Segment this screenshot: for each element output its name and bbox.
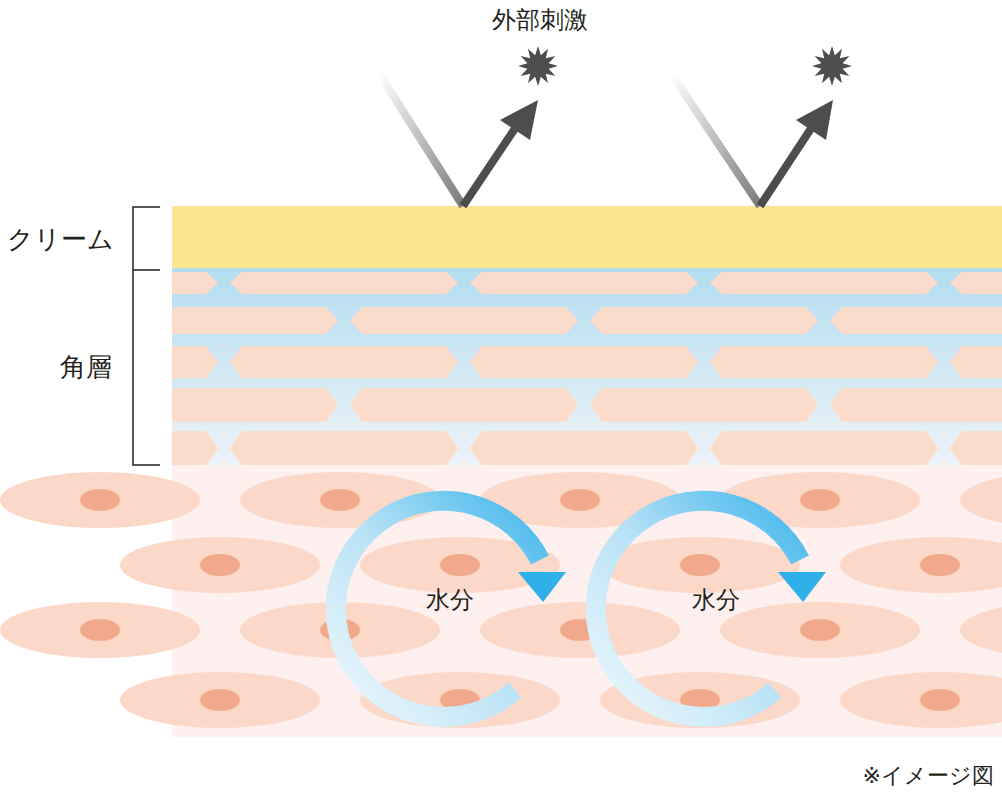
corneocyte — [950, 272, 1002, 294]
water-circulation — [336, 501, 800, 717]
cell-body — [720, 602, 920, 658]
cell-nucleus — [920, 554, 960, 576]
cell-body — [120, 672, 320, 728]
corneocyte — [350, 388, 578, 422]
corneocyte — [172, 431, 218, 465]
burst-symbol — [518, 46, 558, 86]
cell-body — [840, 672, 1002, 728]
corneocyte — [470, 346, 698, 378]
layer-label: 角層 — [60, 352, 112, 383]
cell-nucleus — [560, 489, 600, 511]
corneocyte — [710, 431, 938, 465]
corneocyte — [350, 307, 578, 334]
cell-nucleus — [680, 554, 720, 576]
corneocyte — [470, 272, 698, 294]
cell-nucleus — [200, 689, 240, 711]
cell-body — [0, 602, 200, 658]
corneocyte — [230, 346, 458, 378]
cell-body — [480, 602, 680, 658]
cell-nucleus — [440, 554, 480, 576]
corneocyte — [172, 388, 338, 422]
corneum-ground — [172, 268, 1002, 465]
cell-body — [600, 537, 800, 593]
burst-symbol — [812, 46, 852, 86]
corneocyte — [470, 431, 698, 465]
cell-body — [120, 537, 320, 593]
cell-body — [960, 602, 1002, 658]
water-arrowhead — [518, 572, 826, 602]
epidermal-cells — [0, 472, 1002, 728]
corneocyte — [830, 388, 1002, 422]
corneocyte — [172, 307, 338, 334]
corneocyte — [710, 346, 938, 378]
corneocyte — [590, 388, 818, 422]
corneocyte — [230, 272, 458, 294]
cell-nucleus — [920, 689, 960, 711]
corneocyte — [950, 346, 1002, 378]
layer-label: クリーム — [7, 224, 114, 255]
corneocyte — [590, 307, 818, 334]
layer-bracket — [133, 207, 160, 465]
cell-body — [960, 472, 1002, 528]
cell-nucleus — [320, 489, 360, 511]
cell-nucleus — [200, 554, 240, 576]
corneocyte — [172, 346, 218, 378]
corneocyte — [830, 307, 1002, 334]
corneocyte — [230, 431, 458, 465]
cell-body — [0, 472, 200, 528]
corneocyte — [172, 272, 218, 294]
stimulus-label: 外部刺激 — [492, 6, 588, 35]
corneocyte — [950, 431, 1002, 465]
cell-body — [840, 537, 1002, 593]
stimulus-burst — [518, 46, 852, 86]
cell-nucleus — [80, 489, 120, 511]
cream-layer — [172, 206, 1002, 268]
water-label: 水分 — [692, 586, 740, 615]
note-label: ※イメージ図 — [863, 763, 994, 789]
stimulus-reflection — [380, 75, 833, 206]
corneocyte — [710, 272, 938, 294]
corneocytes — [172, 272, 1002, 465]
cell-nucleus — [800, 489, 840, 511]
cell-nucleus — [80, 619, 120, 641]
cell-nucleus — [800, 619, 840, 641]
water-label: 水分 — [426, 586, 474, 615]
